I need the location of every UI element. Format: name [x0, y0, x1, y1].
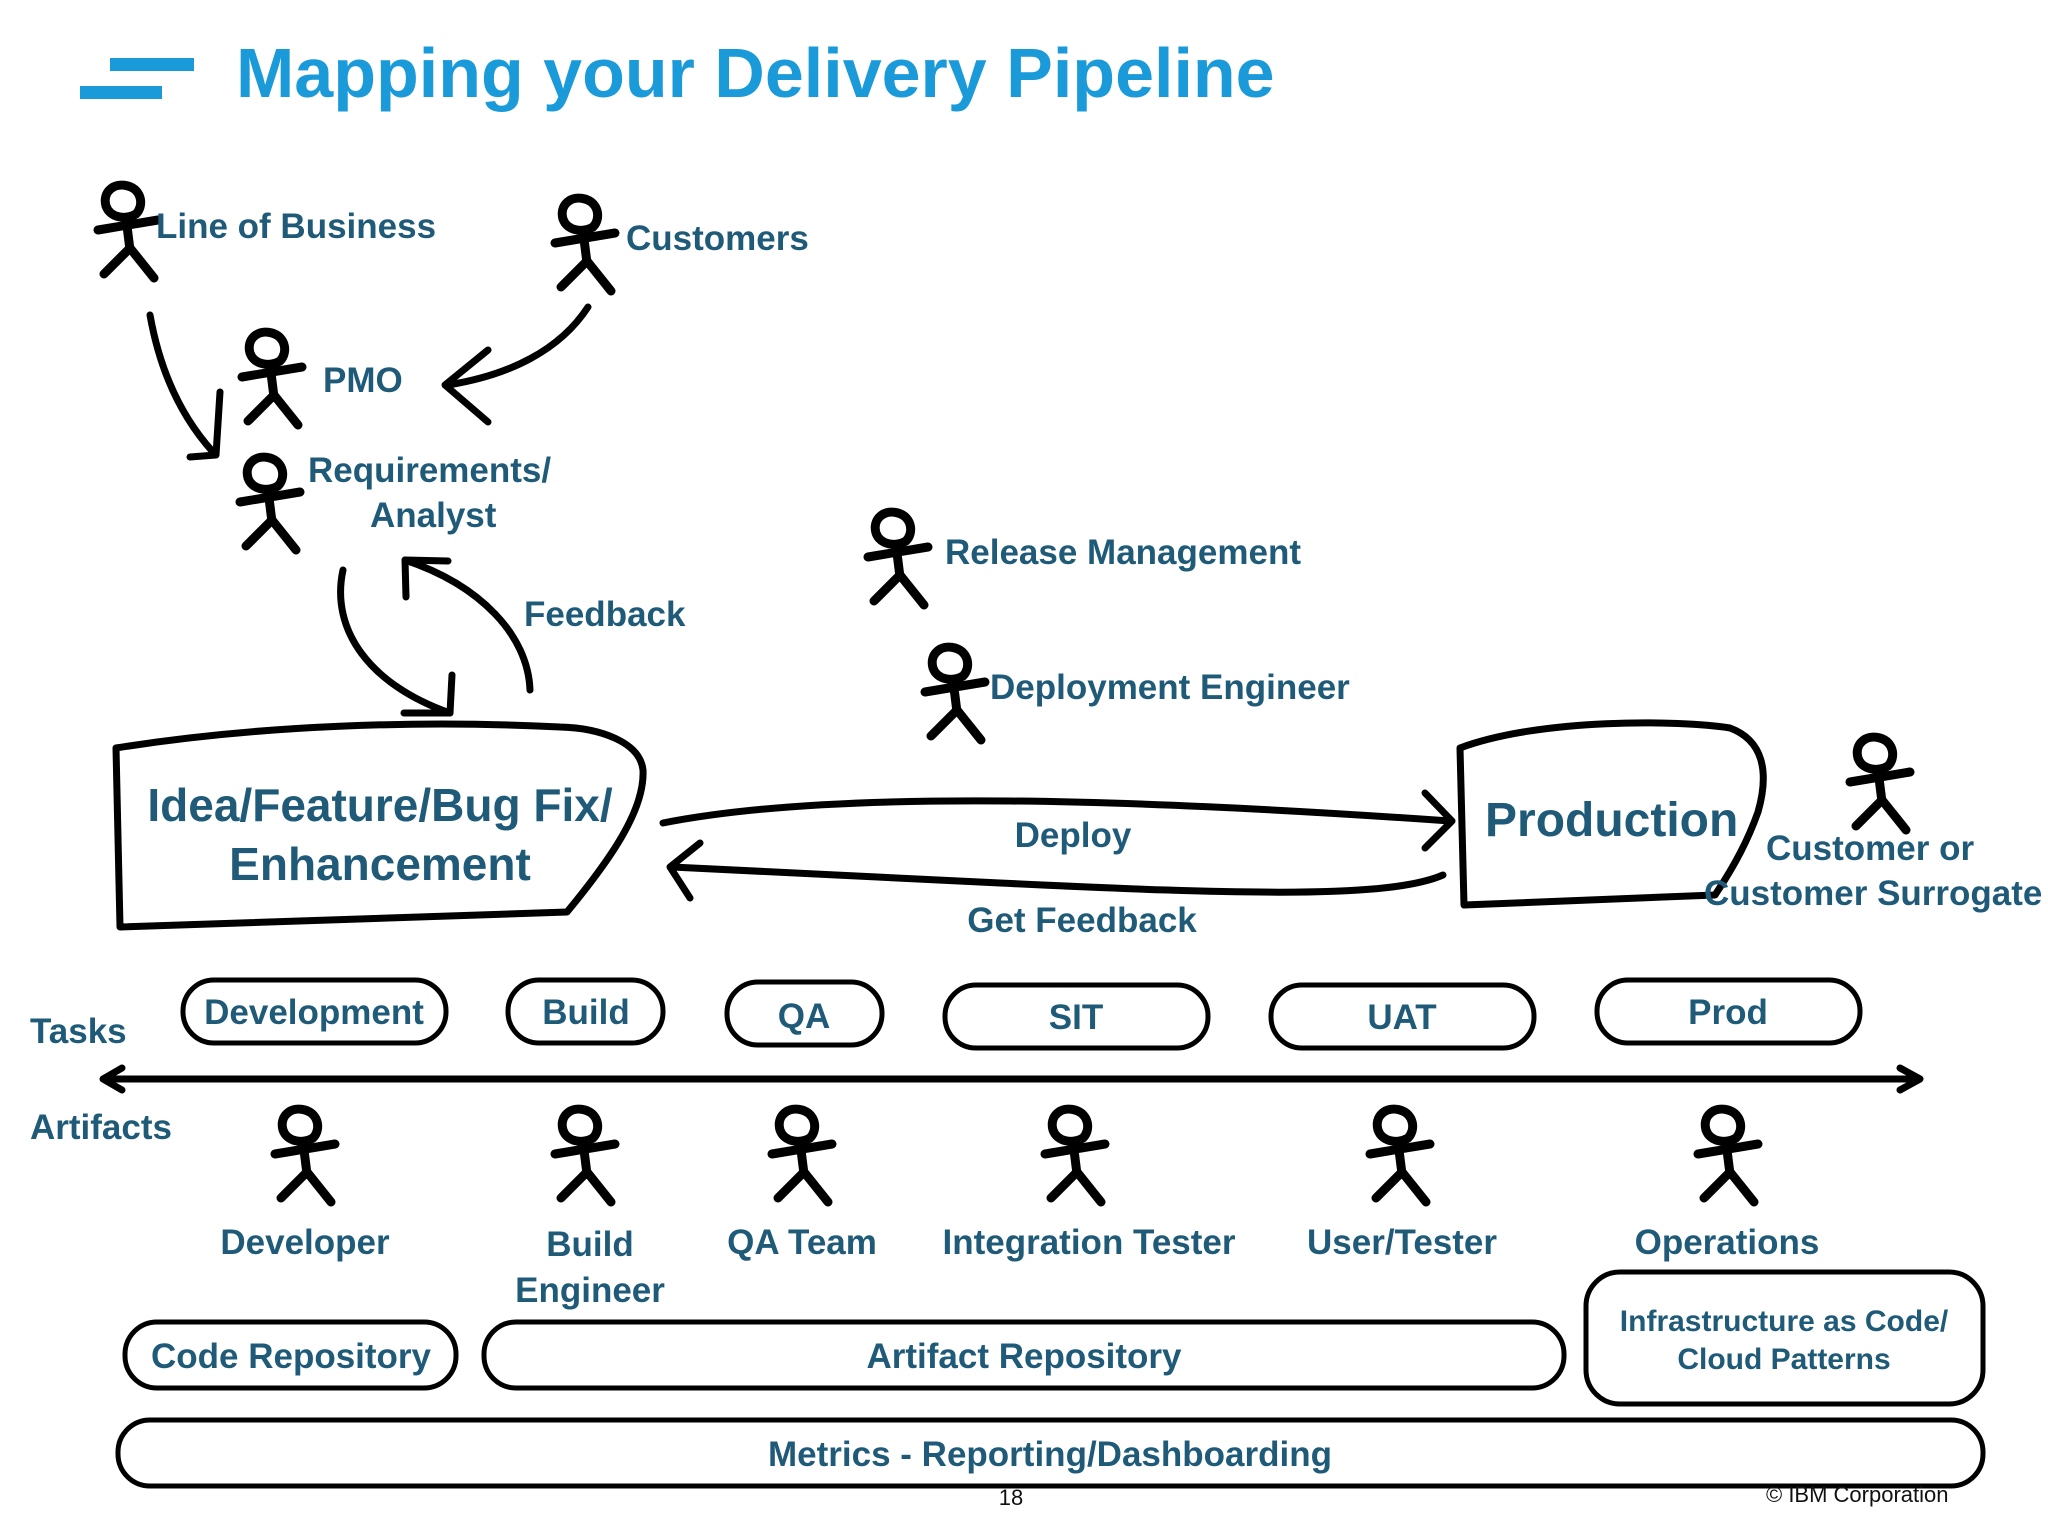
page-number: 18: [998, 1485, 1024, 1510]
label-pmo: PMO: [323, 361, 403, 400]
actor-build-engineer-icon: [555, 1109, 615, 1202]
label-deployment-engineer: Deployment Engineer: [990, 668, 1350, 707]
production-box: [1456, 719, 1767, 909]
axis-label-artifacts: Artifacts: [30, 1108, 172, 1147]
get-feedback-arrow: [666, 839, 1447, 902]
code-repository-pill: [122, 1319, 459, 1391]
metrics-label: Metrics - Reporting/Dashboarding: [768, 1435, 1332, 1474]
label-developer: Developer: [220, 1223, 390, 1262]
idea-box-label: Idea/Feature/Bug Fix/ Enhancement: [147, 776, 612, 894]
label-build-engineer: Build Engineer: [515, 1222, 665, 1313]
task-pill-qa: [724, 979, 885, 1048]
task-sit: SIT: [1048, 998, 1104, 1037]
label-user-tester: User/Tester: [1306, 1223, 1498, 1262]
label-analyst: Analyst: [370, 496, 497, 535]
actor-release-management-icon: [868, 512, 928, 605]
task-qa: QA: [777, 997, 831, 1036]
task-pill-build: [505, 977, 666, 1046]
label-requirements: Requirements/: [308, 451, 552, 490]
pipeline-axis: [99, 1064, 1924, 1094]
customers-to-pmo-arrow: [441, 303, 592, 426]
actor-line-of-business-icon: [98, 185, 158, 278]
feedback-arrow: [401, 556, 534, 694]
production-box-label: Production: [1485, 794, 1739, 847]
infrastructure-line2: Cloud Patterns: [1677, 1343, 1891, 1377]
label-customer-surrogate: Customer Surrogate: [1704, 874, 2043, 913]
infrastructure-line1: Infrastructure as Code/: [1619, 1305, 1949, 1338]
axis-label-tasks: Tasks: [30, 1012, 127, 1051]
copyright: © IBM Corporation: [1766, 1482, 1949, 1507]
label-operations: Operations: [1634, 1223, 1820, 1262]
idea-box: [112, 720, 647, 931]
logo-stripes: [80, 58, 194, 99]
deploy-arrow: [659, 789, 1456, 852]
infrastructure-label: Infrastructure as Code/ Cloud Patterns: [1620, 1303, 1948, 1380]
artifact-repository-pill: [481, 1319, 1567, 1391]
label-customers: Customers: [626, 219, 809, 258]
code-repository-label: Code Repository: [150, 1337, 432, 1376]
label-deploy: Deploy: [1014, 816, 1132, 855]
actor-user-tester-icon: [1370, 1109, 1430, 1202]
actor-deployment-engineer-icon: [925, 647, 985, 740]
task-pill-prod: [1594, 977, 1863, 1046]
task-uat: UAT: [1367, 998, 1437, 1037]
label-build-engineer-line1: Build: [546, 1225, 634, 1264]
task-pill-development: [180, 977, 449, 1046]
idea-box-line1: Idea/Feature/Bug Fix/: [147, 779, 613, 831]
task-development: Development: [204, 993, 424, 1032]
page-title: Mapping your Delivery Pipeline: [236, 34, 1275, 112]
label-feedback: Feedback: [524, 595, 686, 634]
label-line-of-business: Line of Business: [156, 207, 437, 246]
label-qa-team: QA Team: [727, 1223, 877, 1262]
task-prod: Prod: [1688, 993, 1768, 1032]
label-release-management: Release Management: [945, 533, 1301, 572]
actor-integration-tester-icon: [1045, 1109, 1105, 1202]
artifact-repository-label: Artifact Repository: [866, 1337, 1182, 1376]
actor-pmo-icon: [242, 332, 302, 425]
requirements-to-idea-arrow: [337, 566, 456, 717]
infrastructure-pill: [1583, 1269, 1986, 1407]
label-customer-or: Customer or: [1766, 829, 1975, 868]
lob-to-requirements-arrow: [146, 311, 224, 461]
task-pill-uat: [1268, 982, 1537, 1051]
label-integration-tester: Integration Tester: [942, 1223, 1236, 1262]
task-build: Build: [542, 993, 630, 1032]
actor-developer-icon: [275, 1109, 335, 1202]
label-build-engineer-line2: Engineer: [515, 1270, 665, 1310]
actor-requirements-icon: [240, 457, 300, 550]
idea-box-line2: Enhancement: [229, 837, 531, 890]
metrics-pill: [115, 1417, 1986, 1489]
actor-customer-surrogate-icon: [1850, 737, 1910, 830]
actor-customers-icon: [555, 198, 615, 291]
task-pill-sit: [942, 982, 1211, 1051]
actor-operations-icon: [1698, 1109, 1758, 1202]
label-get-feedback: Get Feedback: [967, 901, 1197, 940]
actor-qa-team-icon: [772, 1109, 832, 1202]
